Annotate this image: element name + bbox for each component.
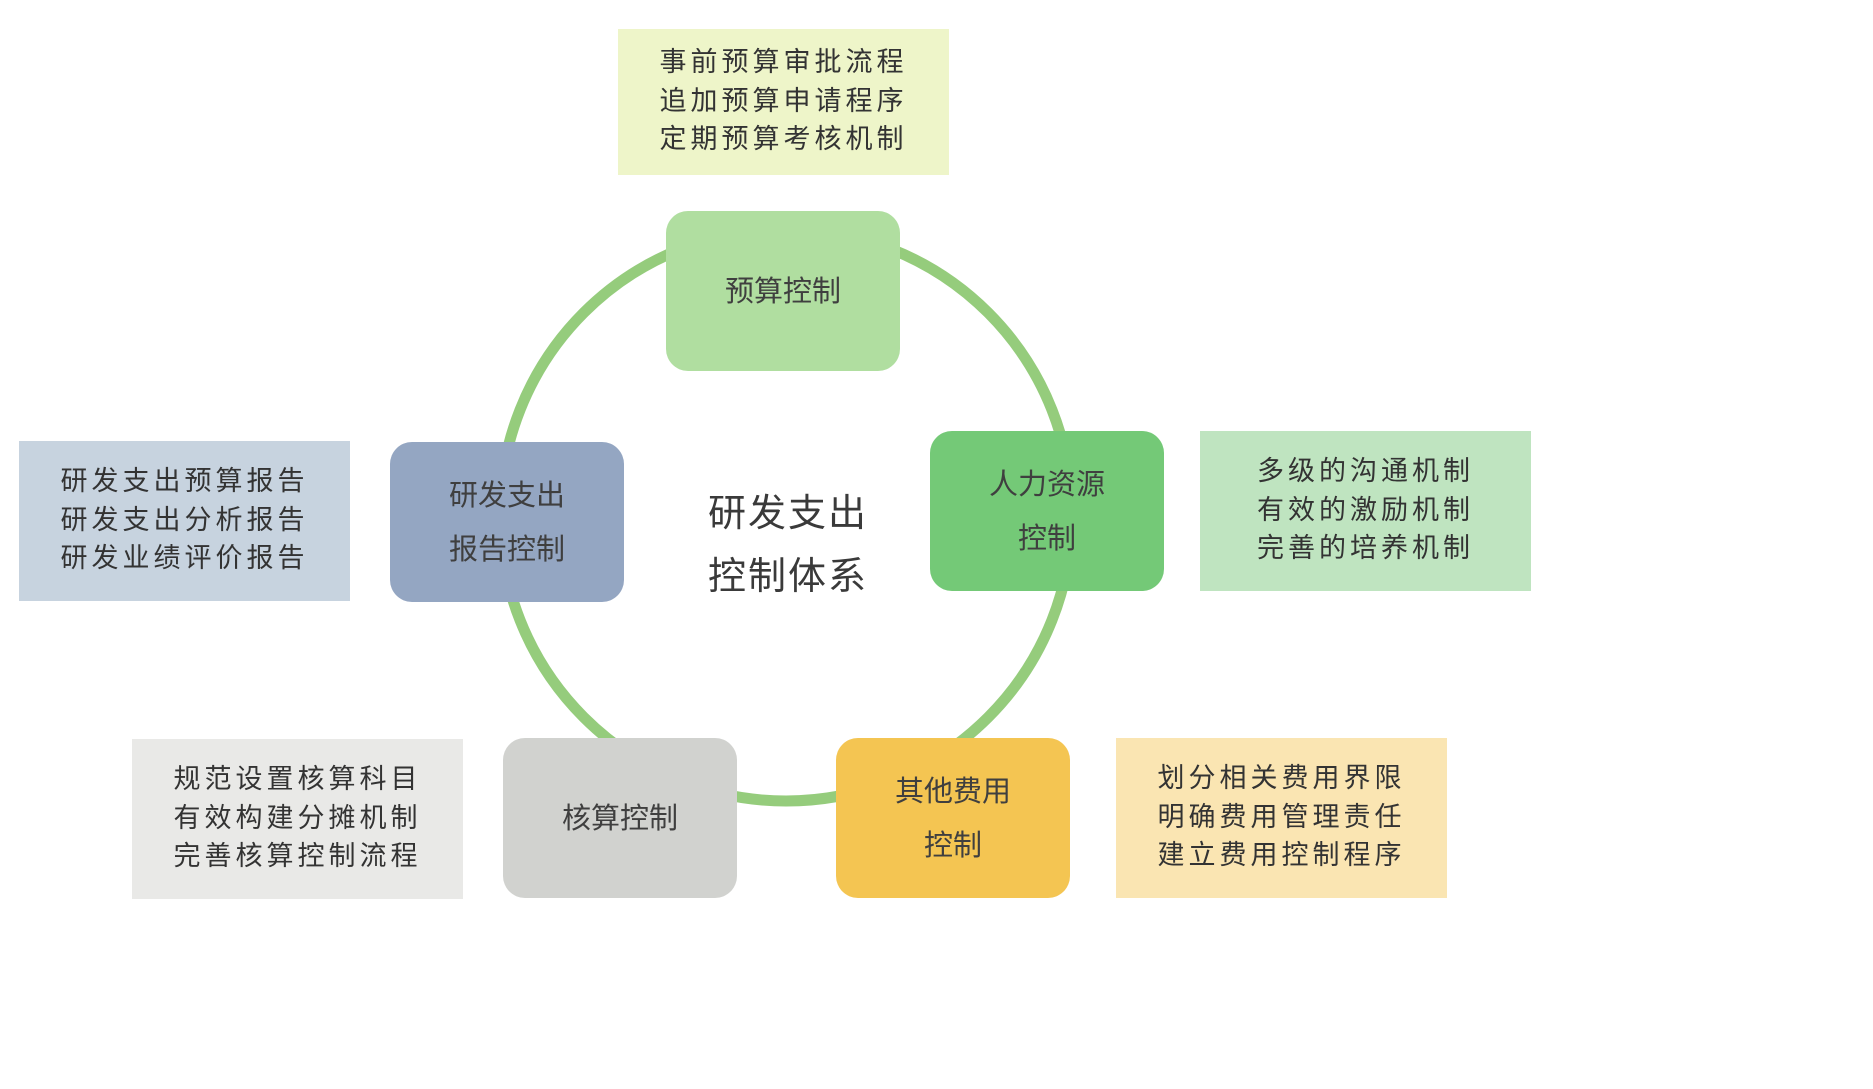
report-node-label-line-1: 研发支出	[448, 478, 565, 512]
report-note-line-2: 研发支出分析报告	[60, 504, 309, 536]
hr-node-label-line-1: 人力资源	[988, 467, 1105, 501]
hr-control-node[interactable]: 人力资源 控制	[930, 431, 1164, 591]
budget-control-note: 事前预算审批流程 追加预算申请程序 定期预算考核机制	[618, 29, 949, 175]
other-note-line-2: 明确费用管理责任	[1157, 801, 1406, 833]
hr-node-label-line-2: 控制	[1017, 521, 1076, 555]
accounting-note-line-3: 完善核算控制流程	[173, 841, 422, 873]
budget-node-label: 预算控制	[724, 274, 841, 308]
accounting-note-line-1: 规范设置核算科目	[173, 764, 422, 796]
hr-note-line-1: 多级的沟通机制	[1257, 456, 1474, 488]
hr-control-note: 多级的沟通机制 有效的激励机制 完善的培养机制	[1200, 431, 1531, 591]
accounting-node-label: 核算控制	[561, 801, 678, 835]
other-node-label-line-1: 其他费用	[894, 774, 1011, 808]
other-node-label-line-2: 控制	[923, 828, 982, 862]
report-node-label-line-2: 报告控制	[448, 532, 565, 566]
center-title-line-2: 控制体系	[707, 554, 868, 598]
budget-control-node[interactable]: 预算控制	[666, 211, 900, 371]
hr-note-line-2: 有效的激励机制	[1257, 494, 1474, 526]
rd-expenditure-control-diagram: 研发支出 控制体系 事前预算审批流程 追加预算申请程序 定期预算考核机制 预算控…	[19, 29, 1531, 899]
budget-note-line-3: 定期预算考核机制	[659, 124, 908, 156]
budget-note-line-1: 事前预算审批流程	[659, 47, 908, 79]
other-expense-control-note: 划分相关费用界限 明确费用管理责任 建立费用控制程序	[1116, 738, 1447, 898]
report-note-line-1: 研发支出预算报告	[60, 466, 309, 498]
accounting-control-note: 规范设置核算科目 有效构建分摊机制 完善核算控制流程	[132, 739, 463, 899]
hr-note-line-3: 完善的培养机制	[1257, 533, 1474, 565]
accounting-note-line-2: 有效构建分摊机制	[173, 802, 422, 834]
other-expense-control-node[interactable]: 其他费用 控制	[836, 738, 1070, 898]
accounting-control-node[interactable]: 核算控制	[503, 738, 737, 898]
other-note-line-1: 划分相关费用界限	[1157, 763, 1406, 795]
center-title-line-1: 研发支出	[707, 491, 868, 535]
other-note-line-3: 建立费用控制程序	[1157, 840, 1406, 872]
report-note-line-3: 研发业绩评价报告	[60, 543, 309, 575]
report-control-node[interactable]: 研发支出 报告控制	[390, 442, 624, 602]
report-control-note: 研发支出预算报告 研发支出分析报告 研发业绩评价报告	[19, 441, 350, 601]
budget-note-line-2: 追加预算申请程序	[659, 85, 908, 117]
center-title: 研发支出 控制体系	[688, 482, 888, 608]
